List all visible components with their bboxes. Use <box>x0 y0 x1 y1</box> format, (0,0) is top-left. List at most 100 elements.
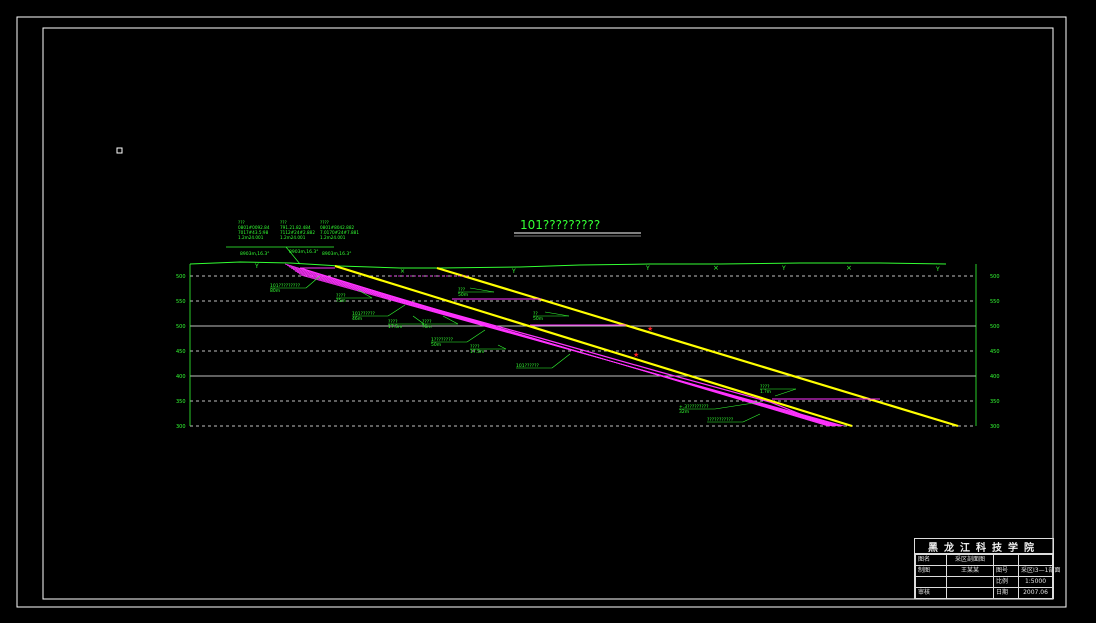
coal-seam-line <box>300 274 845 427</box>
callout-leader-line <box>387 304 406 317</box>
marker-icon: ★ <box>647 325 653 333</box>
right-axis-tick-label: 500 <box>990 274 1000 280</box>
right-axis-tick-label: 450 <box>990 349 1000 355</box>
callout-text: ?6m <box>422 324 432 330</box>
ground-mark-icon: Y <box>645 265 650 272</box>
title-block-cell <box>1018 554 1053 566</box>
borehole-note: ????0801#8042.8827.0170#24#7.8811.2m24.0… <box>320 220 359 240</box>
borehole-note-line: 0801#0092.84 <box>238 225 270 230</box>
borehole-note-line: ???? <box>320 220 329 225</box>
title-block-cell: 图名 <box>915 554 947 566</box>
left-axis-tick-label: 550 <box>176 299 186 305</box>
drafter-row: 制图王某某图号采区I3—1剖面 <box>915 565 1060 577</box>
title-block-cell: 采区I3—1剖面 <box>1018 565 1060 577</box>
callout-text: 17.5m <box>388 324 402 330</box>
borehole-note-line: ??? <box>280 220 287 225</box>
title-block-cell: 采区剖面图 <box>946 554 994 566</box>
callout-leader-line <box>774 388 797 397</box>
left-axis-tick-label: 350 <box>176 399 186 405</box>
ground-mark-icon: Y <box>935 266 940 273</box>
roadway-callout: ??????????? <box>707 413 761 423</box>
roadway-callout: ???50m <box>458 287 495 298</box>
callout-text: 80m <box>270 288 280 294</box>
drawing-name-row: 图名采区剖面图 <box>915 554 1053 566</box>
callout-text: ??? <box>458 287 466 293</box>
callout-text: 50m <box>458 292 468 298</box>
callout-leader-line <box>466 329 486 343</box>
left-axis-tick-label: 400 <box>176 374 186 380</box>
callout-text: ???? <box>470 344 480 350</box>
left-axis-tick-label: 450 <box>176 349 186 355</box>
ground-note: 8903m,16.3° <box>322 251 352 257</box>
title-block-cell <box>915 576 947 588</box>
right-axis-tick-label: 550 <box>990 299 1000 305</box>
borehole-note-line: 791.21.82.484 <box>280 225 311 230</box>
ground-mark-icon: Y <box>254 263 259 270</box>
right-axis-tick-label: 500 <box>990 324 1000 330</box>
borehole-note-line: 7017#43.5:98 <box>238 230 269 235</box>
callout-leader-line <box>742 413 761 423</box>
title-block-cell: 审核 <box>915 587 947 599</box>
ground-surface-line <box>189 261 947 269</box>
title-block-cell <box>946 576 994 588</box>
borehole-note-line: 7.0170#24#7.881 <box>320 230 359 235</box>
inner-frame <box>42 27 1054 600</box>
ground-survey-marks: Y × Y Y × Y × Y <box>254 263 940 275</box>
callout-text: 101?????? <box>516 363 540 369</box>
callout-text: 32m <box>679 409 689 415</box>
callout-leader-line <box>357 289 373 299</box>
left-axis-tick-label: 500 <box>176 324 186 330</box>
roadway-callout: 101?????? <box>516 353 571 369</box>
ground-note: 8903m,16.3° <box>289 249 319 255</box>
borehole-note-line: 0801#8042.882 <box>320 225 354 230</box>
callout-text: ???? <box>336 293 346 299</box>
institution-name: 黑龙江科技学院 <box>915 539 1053 554</box>
pick-box-icon[interactable] <box>116 147 123 154</box>
callout-text: ?? <box>533 311 538 317</box>
roadway-callout: 1????????50m <box>431 329 486 348</box>
callout-text: 1.?m <box>760 389 771 395</box>
coal-seam-bundle <box>284 263 845 427</box>
callout-text: 50m <box>533 316 543 322</box>
callout-leader-line <box>442 315 459 325</box>
borehole-note-line: 1.2m24.001 <box>238 235 264 240</box>
callout-leader-line <box>497 344 507 350</box>
callout-text: 46m <box>352 316 362 322</box>
roadway-callout: ????17.5m <box>470 344 507 355</box>
callout-leader-line <box>305 275 321 289</box>
callout-leader-line <box>412 315 425 325</box>
callout-text: ???? <box>388 319 398 325</box>
roadway-callout: ?????6m <box>422 315 459 330</box>
callout-leader-line <box>551 353 571 369</box>
callout-leader-line <box>469 287 495 293</box>
borehole-note-line: ??? <box>238 220 245 225</box>
callout-text: ???? <box>422 319 432 325</box>
callout-text: ??????????? <box>707 417 734 423</box>
title-block-cell <box>993 554 1019 566</box>
title-block-cell: 1:5000 <box>1018 576 1053 588</box>
right-axis-tick-label: 300 <box>990 424 1000 430</box>
roadway-callout: ????17.5m <box>388 315 425 330</box>
drawing-title: 101????????? <box>520 218 600 232</box>
callout-text: 101????????? <box>270 283 301 289</box>
roadway-callout: 101?????????80m <box>270 275 321 294</box>
ground-note: 8903m,16.3° <box>240 251 270 257</box>
coal-seam-floor <box>299 267 831 427</box>
roadway-callout: ????1.?m <box>760 384 797 397</box>
callout-text: 101?????? <box>352 311 376 317</box>
borehole-note-line: 1.2m24.001 <box>280 235 306 240</box>
roadway-callout: ?????5m <box>336 289 373 304</box>
borehole-note-line: 7112#24#2.882 <box>280 230 315 235</box>
callout-leader-line <box>544 311 570 317</box>
callout-text: ?5m <box>336 298 346 304</box>
borehole-notes: ???0801#0092.847017#43.5:981.2m24.001???… <box>226 220 359 265</box>
